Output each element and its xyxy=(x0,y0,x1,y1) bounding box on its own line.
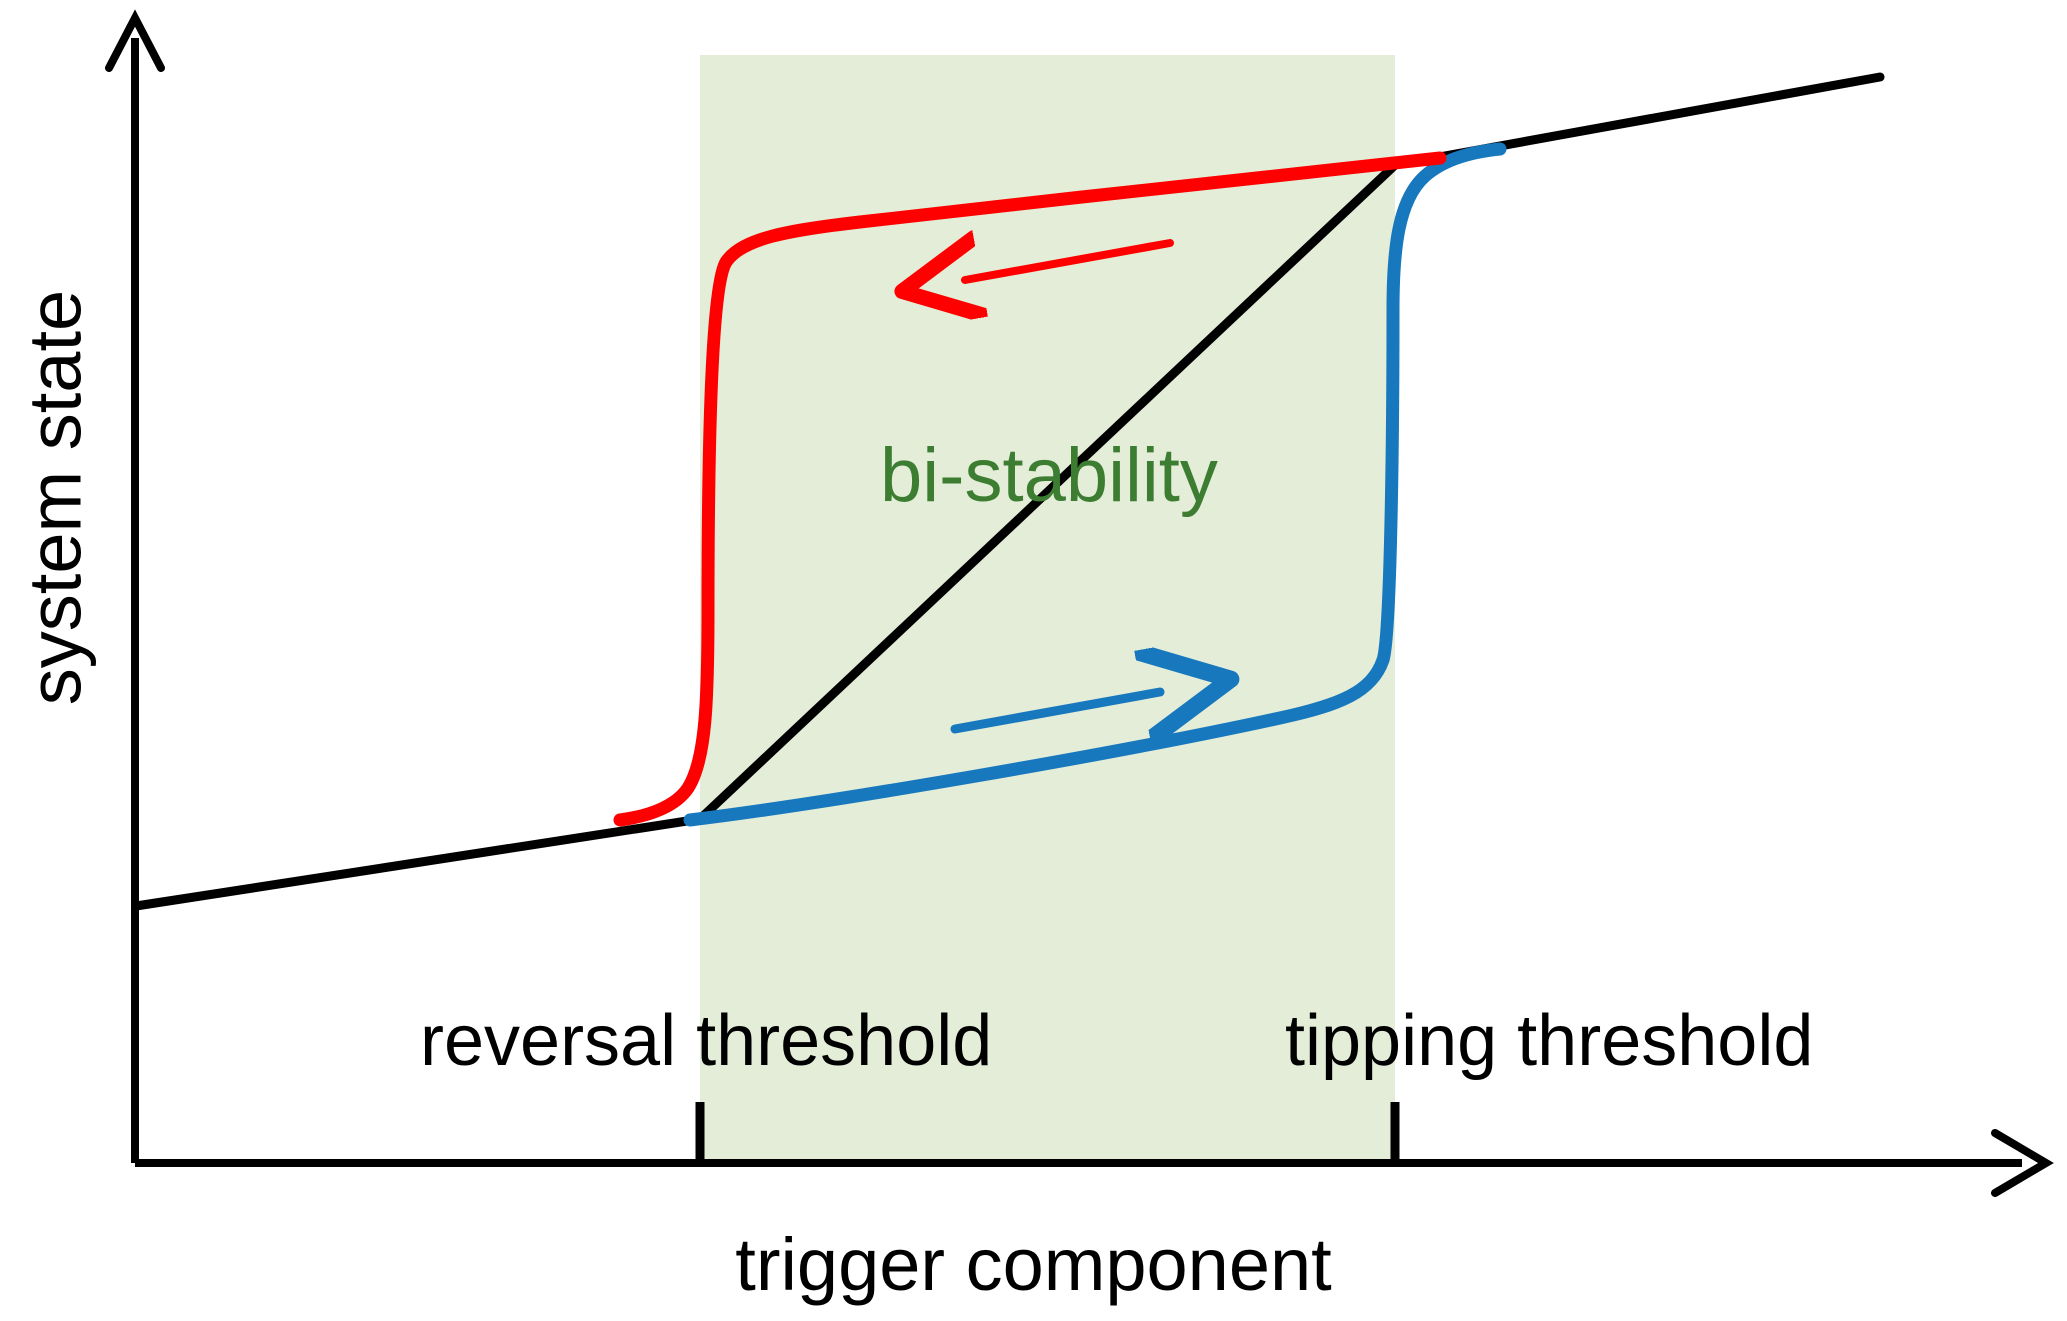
reverse-direction-arrow xyxy=(965,243,1174,280)
bistability-label: bi-stability xyxy=(880,433,1218,518)
reverse-branch-red xyxy=(613,151,1447,827)
forward-direction-arrow xyxy=(950,692,1160,729)
tipping-threshold-label: tipping threshold xyxy=(1285,1001,1814,1081)
x-axis-label: trigger component xyxy=(735,1223,1332,1306)
forward-branch-blue xyxy=(683,142,1507,827)
y-axis-arrowhead xyxy=(105,9,165,72)
reversal-threshold-label: reversal threshold xyxy=(420,1001,993,1081)
bistability-region xyxy=(700,55,1395,1160)
x-axis-arrowhead xyxy=(1991,1129,2054,1197)
baseline-curve-black xyxy=(131,72,1885,911)
